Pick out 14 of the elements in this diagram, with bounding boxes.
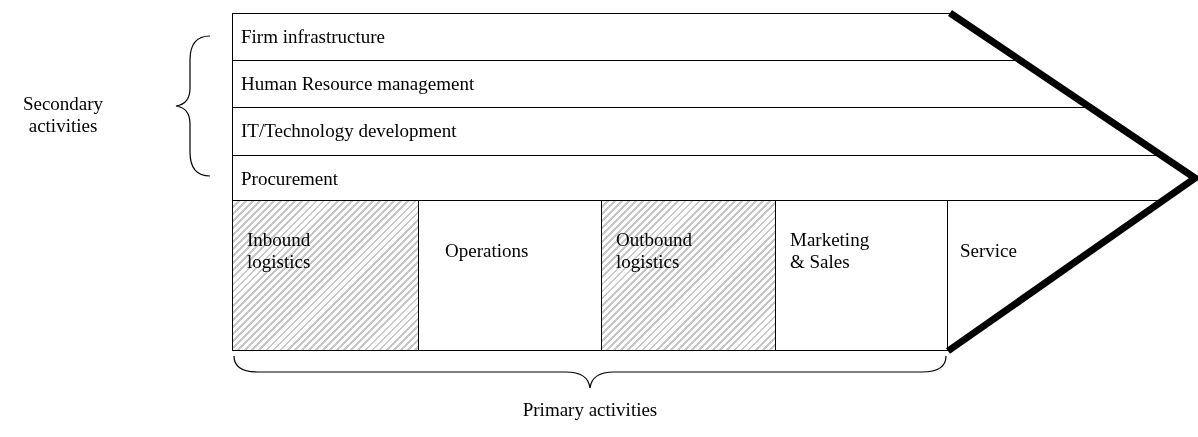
activity-label: Marketing & Sales [790,229,871,273]
activity-label: Operations [445,240,530,262]
activity-label: IT/Technology development [241,120,458,142]
activity-label: Inbound logistics [247,229,312,273]
activity-label: Outbound logistics [616,229,693,273]
activity-label: Procurement [241,168,340,190]
activity-box [601,200,775,351]
activity-box [775,200,947,351]
group-label: Secondary activities [21,93,105,137]
activity-label: Service [960,240,1018,262]
activity-label: Firm infrastructure [241,26,387,48]
activity-box [232,200,418,351]
group-label: Primary activities [521,399,659,421]
activity-label: Human Resource management [241,73,476,95]
